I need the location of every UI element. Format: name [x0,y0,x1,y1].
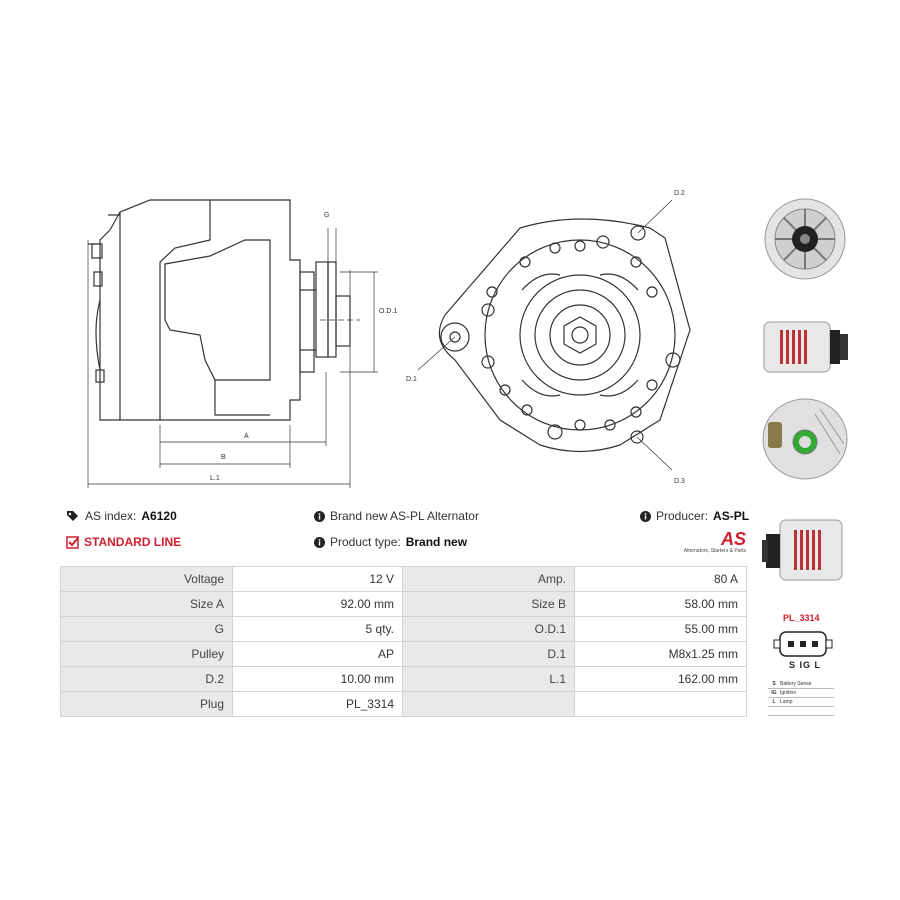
spec-value: 12 V [232,566,403,592]
legend-key: L [772,699,776,705]
spec-label: Size B [402,591,575,617]
spec-value: PL_3314 [232,691,403,717]
spec-label: Plug [60,691,233,717]
spec-value: 58.00 mm [574,591,747,617]
legend-desc: Ignition [780,690,797,696]
legend-desc: Lamp [780,699,793,705]
spec-value: M8x1.25 mm [574,641,747,667]
product-photos [762,198,848,480]
plug-name: PL_3314 [783,613,820,623]
checkbox-checked-icon [66,535,79,549]
info-icon [314,510,325,522]
spec-label: Voltage [60,566,233,592]
logo-tagline: Alternators, Starters & Parts [683,548,746,554]
legend-key: S [772,681,776,687]
spec-label: Amp. [402,566,575,592]
tags-icon [67,511,78,521]
product-type-value: Brand new [405,535,468,549]
info-icon [640,510,651,522]
photo-rear-icon [762,398,848,480]
description-text: Brand new AS-PL Alternator [330,509,479,523]
spec-value: 10.00 mm [232,666,403,692]
spec-label: Pulley [60,641,233,667]
legend-row: S Battery Sense [768,680,834,689]
as-pl-logo: AS Alternators, Starters & Parts [680,530,746,558]
spec-label: Size A [60,591,233,617]
dim-d1-label: D.1 [406,376,417,383]
dim-l1-label: L.1 [210,475,220,482]
dim-b-label: B [221,454,226,461]
spec-label [402,691,575,717]
spec-label: D.1 [402,641,575,667]
legend-row [768,707,834,716]
legend-key: IG [771,690,777,696]
description: Brand new AS-PL Alternator [314,509,479,523]
dim-d2-label: D.2 [674,190,685,197]
as-index: AS index: A6120 [66,509,177,523]
standard-line: STANDARD LINE [66,535,181,549]
spec-value: 80 A [574,566,747,592]
spec-value: 55.00 mm [574,616,747,642]
spec-value: 162.00 mm [574,666,747,692]
producer: Producer: AS-PL [640,509,749,523]
producer-label: Producer: [656,509,709,523]
plug-legend: S Battery Sense IG Ignition L Lamp [768,680,834,716]
legend-row: IG Ignition [768,689,834,698]
info-icon [314,536,325,548]
spec-label: O.D.1 [402,616,575,642]
as-index-value: A6120 [141,509,177,523]
plug-connector-icon [773,631,833,657]
spec-label: D.2 [60,666,233,692]
spec-value: 5 qty. [232,616,403,642]
photo-front-icon [764,198,846,280]
photo-side-icon [763,321,848,373]
dim-od1-label: O.D.1 [379,308,397,315]
logo-mark: AS [720,529,746,549]
legend-row: L Lamp [768,698,834,707]
spec-label: G [60,616,233,642]
spec-value: AP [232,641,403,667]
legend-desc: Battery Sense [780,681,812,687]
photo-pulley-side-icon [762,519,843,581]
dim-d3-label: D.3 [674,478,685,485]
dim-a-label: A [244,433,249,440]
plug-pins: S IG L [789,660,822,670]
spec-value: 92.00 mm [232,591,403,617]
dim-g-label: G [324,212,329,219]
standard-line-label: STANDARD LINE [84,535,182,549]
spec-label: L.1 [402,666,575,692]
product-type-label: Product type: [330,535,401,549]
producer-value: AS-PL [713,509,750,523]
as-index-label: AS index: [85,509,137,523]
product-type: Product type: Brand new [314,535,467,549]
spec-value [574,691,747,717]
